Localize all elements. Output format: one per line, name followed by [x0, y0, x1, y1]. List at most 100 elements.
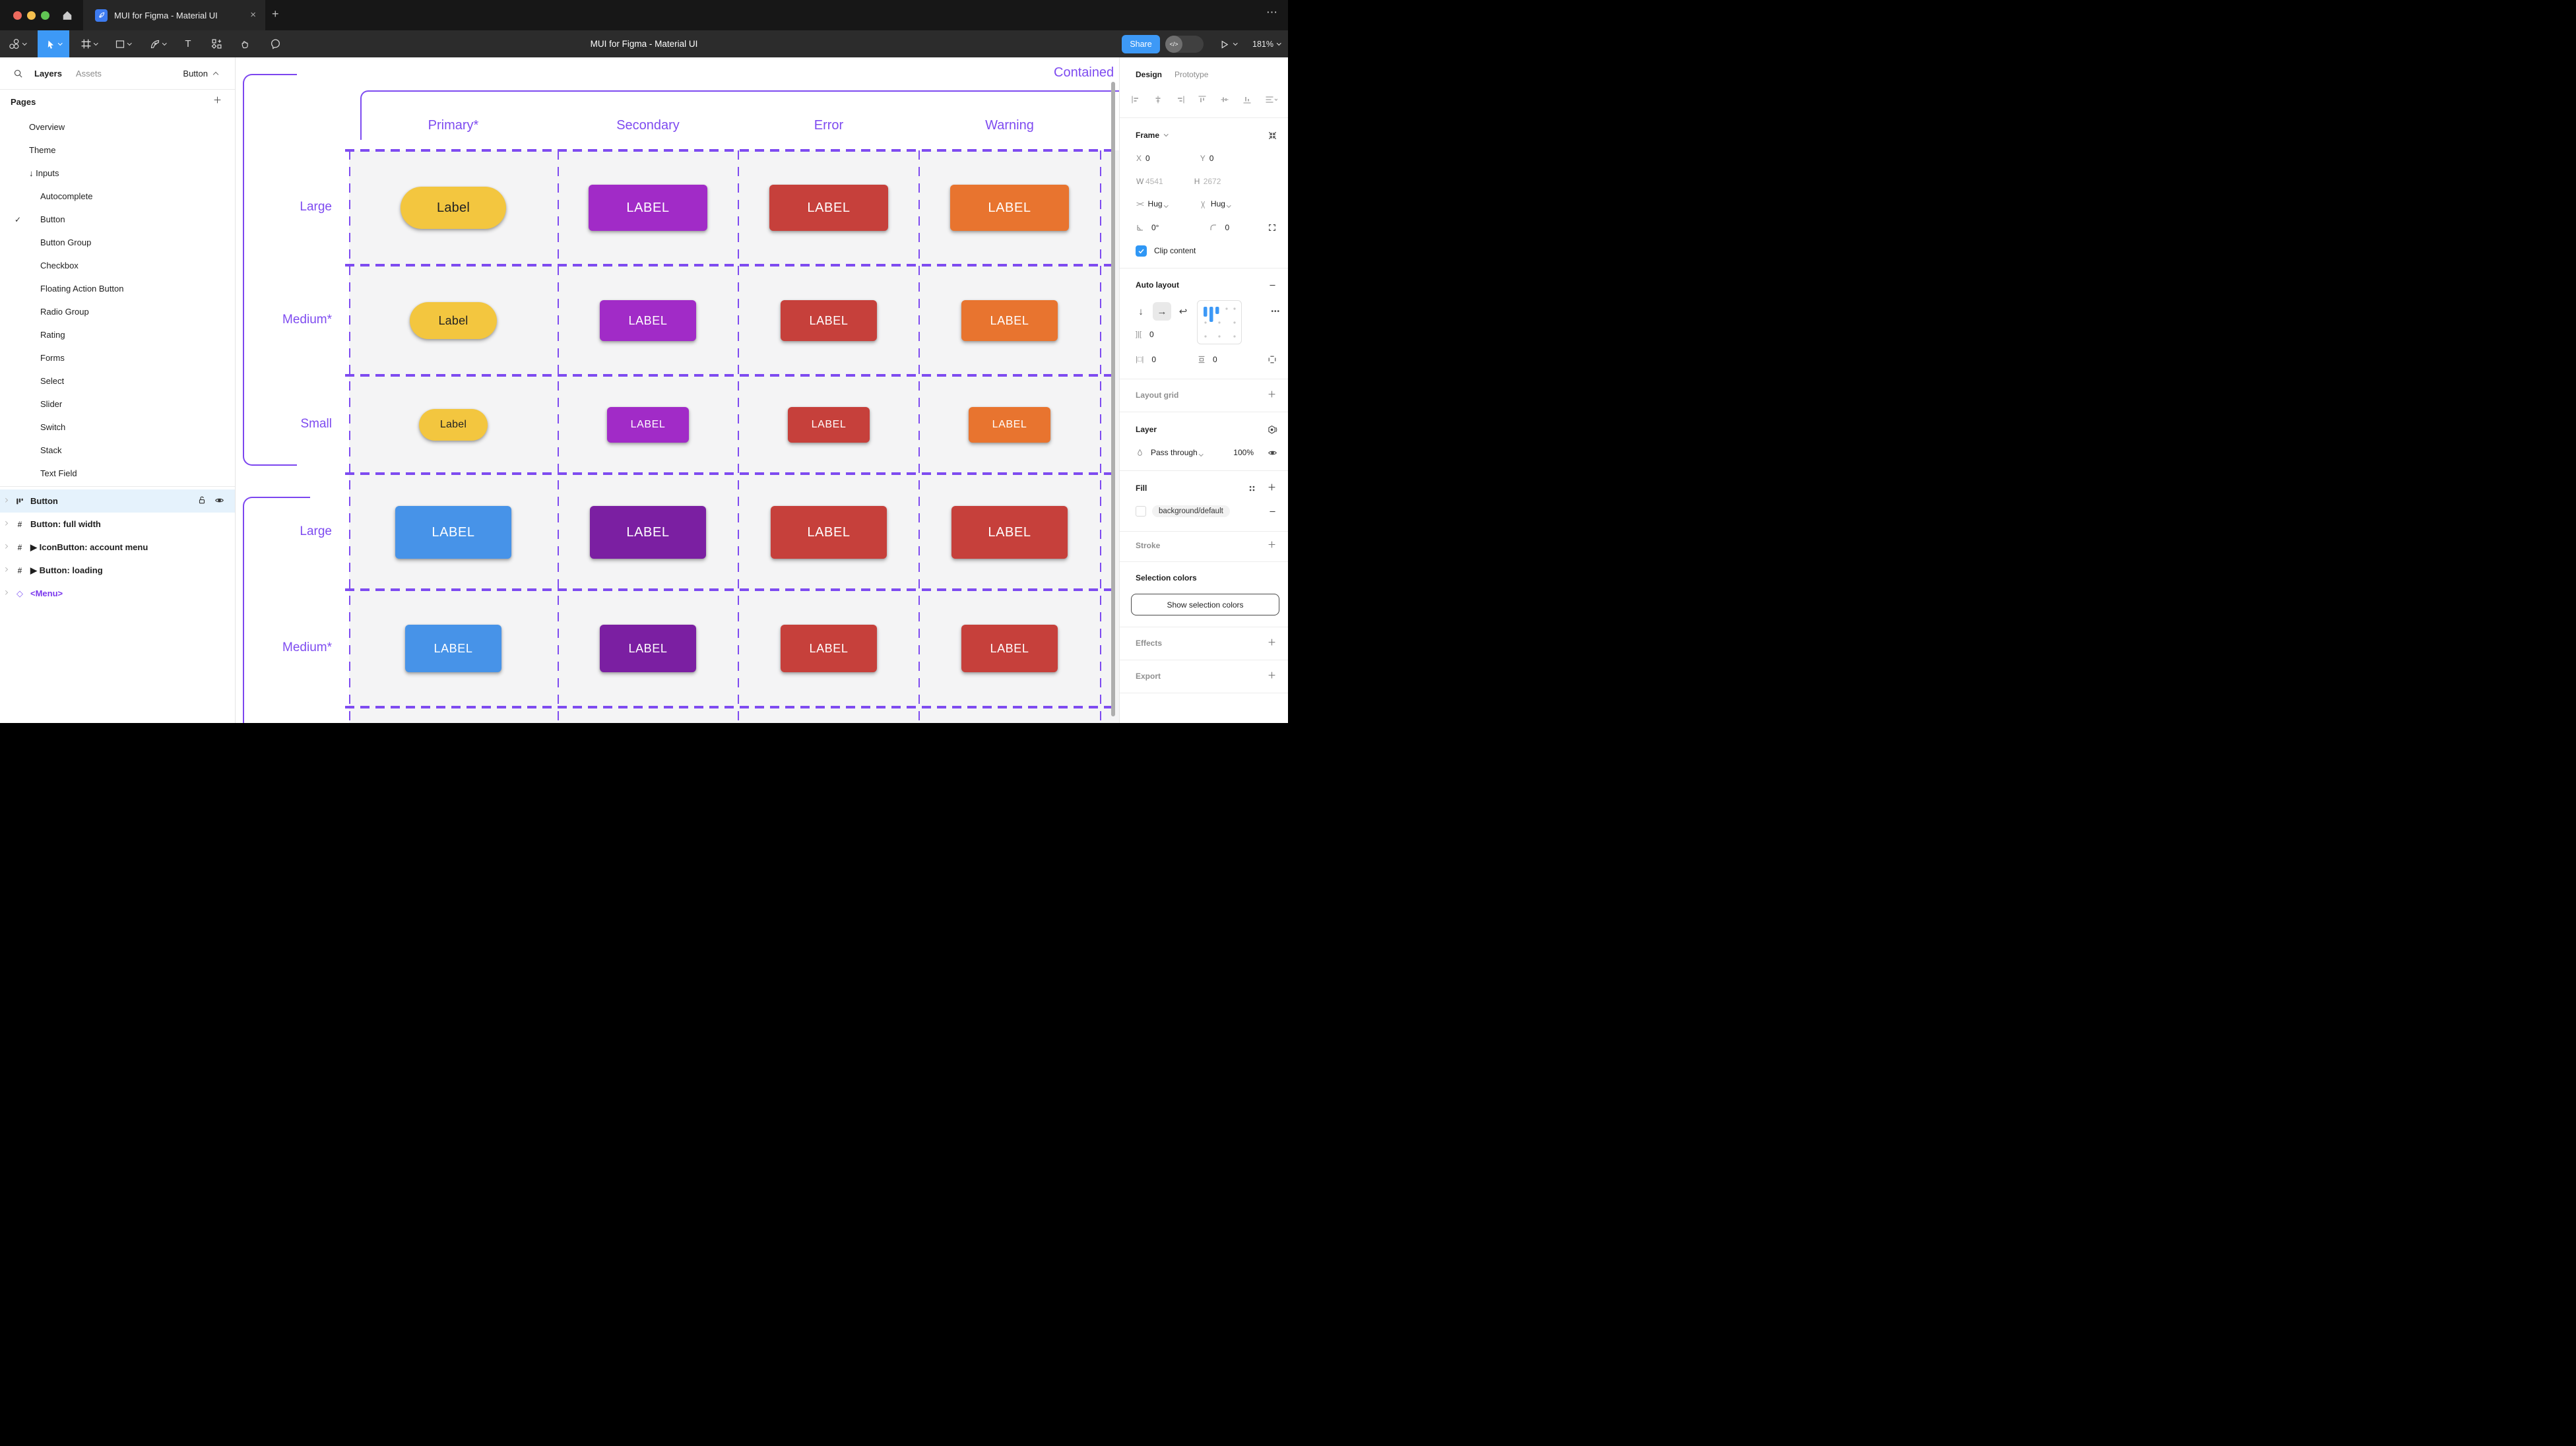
- sidebar-page-item[interactable]: ✓Button: [0, 208, 235, 231]
- file-tab[interactable]: MUI for Figma - Material UI ×: [83, 0, 265, 30]
- horizontal-resize-dropdown[interactable]: >< Hug: [1136, 199, 1169, 208]
- sidebar-page-item[interactable]: Theme: [0, 139, 235, 162]
- align-right-icon[interactable]: [1175, 94, 1186, 105]
- layout-horizontal-button[interactable]: →: [1153, 302, 1171, 321]
- sidebar-page-item[interactable]: Select: [0, 369, 235, 393]
- layer-row[interactable]: #Button: full width: [0, 513, 235, 536]
- add-effect-icon[interactable]: [1268, 638, 1276, 648]
- dev-mode-toggle[interactable]: </>: [1165, 36, 1204, 53]
- align-horizontal-center-icon[interactable]: [1153, 94, 1163, 105]
- canvas-button-dark_purple[interactable]: LABEL: [590, 506, 706, 559]
- expand-chevron-icon[interactable]: [3, 590, 8, 595]
- sidebar-page-item[interactable]: Text Field: [0, 462, 235, 485]
- comment-tool-button[interactable]: [264, 30, 286, 57]
- opacity-field[interactable]: 100%: [1233, 448, 1254, 457]
- expand-chevron-icon[interactable]: [3, 567, 8, 572]
- vertical-resize-dropdown[interactable]: >< Hug: [1199, 199, 1231, 208]
- layout-wrap-button[interactable]: ↩: [1178, 306, 1188, 317]
- eye-icon[interactable]: [214, 495, 224, 507]
- zoom-menu[interactable]: 181%: [1252, 35, 1281, 53]
- pen-tool-button[interactable]: [143, 30, 173, 57]
- canvas-button-purple[interactable]: LABEL: [600, 300, 696, 341]
- sidebar-page-item[interactable]: Button Group: [0, 231, 235, 254]
- add-layout-grid-icon[interactable]: [1268, 390, 1276, 400]
- align-top-icon[interactable]: [1197, 94, 1208, 105]
- share-button[interactable]: Share: [1122, 35, 1160, 53]
- expand-chevron-icon[interactable]: [3, 520, 8, 526]
- blend-mode-dropdown[interactable]: Pass through: [1151, 448, 1204, 457]
- shape-tool-button[interactable]: [108, 30, 137, 57]
- canvas-button-purple[interactable]: LABEL: [607, 407, 689, 443]
- sidebar-page-item[interactable]: ↓ Inputs: [0, 162, 235, 185]
- canvas-button-yellow[interactable]: Label: [419, 409, 488, 441]
- align-left-icon[interactable]: [1130, 94, 1141, 105]
- fill-styles-icon[interactable]: [1248, 484, 1256, 493]
- main-menu-button[interactable]: [4, 30, 32, 57]
- gap-field[interactable]: 0: [1149, 330, 1154, 339]
- sidebar-page-item[interactable]: Overview: [0, 115, 235, 139]
- unlock-icon[interactable]: [197, 495, 207, 507]
- canvas-button-orange[interactable]: LABEL: [961, 300, 1058, 341]
- add-stroke-icon[interactable]: [1268, 540, 1276, 551]
- canvas-button-orange[interactable]: LABEL: [969, 407, 1050, 443]
- resources-tool-button[interactable]: [206, 30, 227, 57]
- sidebar-page-item[interactable]: Radio Group: [0, 300, 235, 323]
- canvas-scrollbar[interactable]: [1111, 82, 1115, 716]
- canvas-button-red[interactable]: LABEL: [769, 185, 888, 231]
- eye-icon[interactable]: [1268, 448, 1277, 458]
- canvas-button-dark_purple[interactable]: LABEL: [600, 625, 696, 672]
- frame-tool-button[interactable]: [74, 30, 104, 57]
- window-more-icon[interactable]: ⋯: [1266, 6, 1279, 18]
- align-vertical-center-icon[interactable]: [1219, 94, 1230, 105]
- text-tool-button[interactable]: T: [185, 38, 191, 49]
- sidebar-page-item[interactable]: Switch: [0, 416, 235, 439]
- tab-layers[interactable]: Layers: [34, 68, 62, 79]
- tab-close-icon[interactable]: ×: [250, 9, 256, 20]
- layer-row[interactable]: Button: [0, 489, 235, 513]
- canvas-button-orange[interactable]: LABEL: [950, 185, 1069, 231]
- rotation-field[interactable]: 0°: [1151, 223, 1159, 232]
- move-tool-button[interactable]: [38, 30, 69, 57]
- canvas-button-red[interactable]: LABEL: [781, 625, 877, 672]
- canvas-button-red[interactable]: LABEL: [781, 300, 877, 341]
- canvas-button-purple[interactable]: LABEL: [589, 185, 707, 231]
- layer-row[interactable]: #▶ IconButton: account menu: [0, 536, 235, 559]
- distribute-icon[interactable]: [1264, 94, 1277, 105]
- fill-color-swatch[interactable]: [1136, 506, 1146, 517]
- search-icon[interactable]: [13, 69, 23, 79]
- frame-section-header[interactable]: Frame: [1136, 131, 1160, 140]
- horizontal-padding-field[interactable]: 0: [1151, 355, 1157, 364]
- add-page-button[interactable]: [213, 96, 222, 106]
- independent-padding-icon[interactable]: [1268, 355, 1277, 364]
- sidebar-page-item[interactable]: Stack: [0, 439, 235, 462]
- canvas-button-blue[interactable]: LABEL: [395, 506, 511, 559]
- sidebar-page-item[interactable]: Checkbox: [0, 254, 235, 277]
- remove-fill-icon[interactable]: [1268, 507, 1277, 516]
- canvas-button-blue[interactable]: LABEL: [405, 625, 501, 672]
- canvas-button-red[interactable]: LABEL: [788, 407, 870, 443]
- present-button[interactable]: [1219, 35, 1238, 53]
- close-window-button[interactable]: [13, 11, 22, 20]
- corner-radius-field[interactable]: 0: [1225, 223, 1230, 232]
- layer-row[interactable]: ◇<Menu>: [0, 582, 235, 605]
- sidebar-page-item[interactable]: Rating: [0, 323, 235, 346]
- maximize-window-button[interactable]: [41, 11, 49, 20]
- blend-mode-icon[interactable]: [1268, 425, 1277, 435]
- tab-assets[interactable]: Assets: [75, 68, 102, 79]
- canvas-button-red[interactable]: LABEL: [961, 625, 1058, 672]
- layout-vertical-button[interactable]: ↓: [1138, 305, 1143, 317]
- frame-name-label[interactable]: Contained: [1054, 65, 1114, 80]
- canvas-button-yellow[interactable]: Label: [410, 302, 497, 339]
- home-icon[interactable]: [61, 9, 77, 22]
- canvas-button-yellow[interactable]: Label: [401, 187, 506, 229]
- show-selection-colors-button[interactable]: Show selection colors: [1131, 594, 1279, 615]
- layer-row[interactable]: #▶ Button: loading: [0, 559, 235, 582]
- align-bottom-icon[interactable]: [1242, 94, 1252, 105]
- expand-chevron-icon[interactable]: [3, 544, 8, 549]
- clip-content-checkbox[interactable]: [1136, 245, 1147, 257]
